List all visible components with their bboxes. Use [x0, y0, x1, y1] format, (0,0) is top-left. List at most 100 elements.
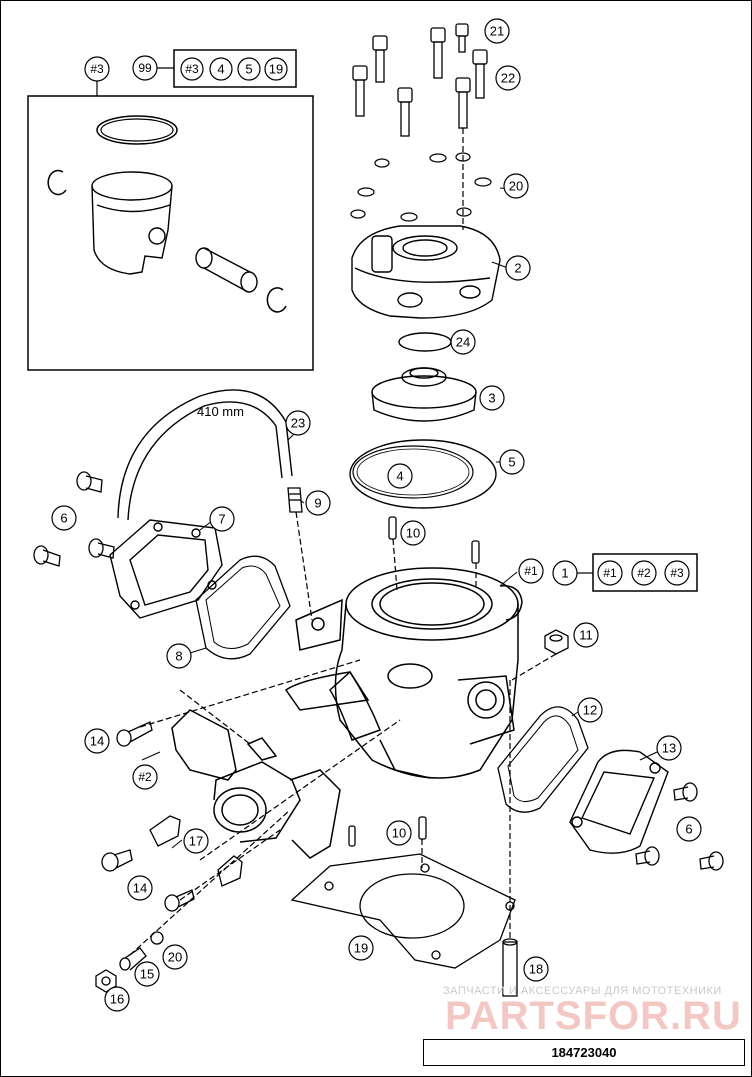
callouts	[51, 18, 702, 1012]
washers	[350, 152, 492, 222]
callout-sub1	[518, 558, 544, 584]
stud-15	[119, 947, 147, 971]
label-kit99: 99	[138, 61, 152, 75]
label-15: 15	[140, 967, 154, 982]
cylinder-base-ring-4	[352, 445, 474, 499]
callout-kit99-m2	[209, 57, 233, 81]
label-6-right: 6	[685, 822, 692, 837]
label-7: 7	[218, 512, 225, 527]
label-14-top: 14	[90, 734, 104, 749]
hose-length-label: 410 mm	[197, 404, 244, 419]
label-kit1-m2: #2	[637, 566, 651, 580]
label-20-bottom: 20	[168, 950, 182, 965]
callout-sub2	[132, 764, 158, 790]
callout-11	[573, 622, 599, 648]
callout-12	[577, 697, 603, 723]
label-9: 9	[314, 496, 321, 511]
callout-21	[484, 18, 510, 44]
watermark-brand: PARTSFOR.RU	[445, 994, 742, 1038]
stud-18	[502, 938, 518, 997]
clamp-plate	[149, 815, 181, 847]
label-3: 3	[488, 391, 495, 406]
head-bolts	[352, 23, 488, 137]
hose-nipple	[287, 487, 303, 513]
label-6-left: 6	[60, 511, 67, 526]
clamp-plate-2	[217, 855, 243, 887]
label-kit3: #3	[90, 62, 104, 76]
washer-20	[150, 931, 164, 945]
label-kit1-m1: #1	[603, 566, 617, 580]
hex-nut-11	[544, 629, 569, 655]
piston-kit-box	[27, 95, 314, 371]
callout-2	[505, 255, 531, 281]
label-4: 4	[396, 469, 403, 484]
label-5: 5	[508, 455, 515, 470]
screw-14-bottom	[101, 849, 195, 912]
exhaust-flange	[171, 709, 341, 859]
callout-18	[523, 956, 549, 982]
callout-24	[450, 329, 476, 355]
callout-15	[134, 961, 160, 987]
label-17: 17	[189, 834, 203, 849]
exhaust-control-cover	[109, 519, 223, 619]
combustion-chamber-insert	[371, 367, 477, 422]
callout-20-bottom	[162, 944, 188, 970]
callout-1	[552, 560, 578, 586]
piston-pin	[195, 247, 258, 293]
callout-kit99	[132, 55, 158, 81]
label-13: 13	[662, 741, 676, 756]
callout-kit1-m1	[597, 560, 623, 586]
label-14-bottom: 14	[133, 881, 147, 896]
label-10-top: 10	[406, 526, 420, 541]
cylinder	[284, 567, 523, 779]
callout-kit1-m3	[664, 560, 690, 586]
callout-10-bottom	[386, 820, 412, 846]
callout-4	[387, 463, 413, 489]
label-18: 18	[529, 962, 543, 977]
callout-kit99-m4	[264, 57, 288, 81]
label-16: 16	[110, 992, 124, 1007]
o-ring	[398, 332, 452, 352]
callout-10-top	[400, 520, 426, 546]
label-8: 8	[175, 649, 182, 664]
circlip-left	[47, 169, 67, 196]
gasket-left	[195, 555, 291, 660]
callout-23	[285, 410, 311, 436]
label-kit99-m1: #3	[185, 62, 199, 76]
watermark-caption: ЗАПЧАСТИ И АКСЕССУАРЫ ДЛЯ МОТОТЕХНИКИ	[443, 985, 722, 997]
label-21: 21	[490, 24, 504, 39]
side-cover	[569, 749, 669, 854]
label-12: 12	[583, 703, 597, 718]
callout-kit1-m2	[631, 560, 657, 586]
label-sub1: #1	[524, 564, 538, 578]
callout-6-right	[676, 816, 702, 842]
label-2: 2	[514, 261, 521, 276]
callout-14-bottom	[127, 875, 153, 901]
label-24: 24	[456, 335, 470, 350]
callout-5	[499, 449, 525, 475]
leader-lines	[141, 187, 658, 849]
label-20-top: 20	[509, 179, 523, 194]
screws-left	[33, 471, 115, 567]
screws-right	[635, 782, 724, 871]
label-22: 22	[501, 71, 515, 86]
document-number: 184723040	[423, 1039, 745, 1066]
callout-8	[166, 643, 192, 669]
dowel-pins	[348, 516, 480, 847]
callout-kit99-m1	[180, 57, 204, 81]
callout-kit3	[84, 56, 110, 82]
label-kit99-m4: 19	[269, 62, 283, 77]
label-kit99-m2: 4	[217, 62, 224, 77]
callout-22	[495, 65, 521, 91]
callout-kit99-m3	[237, 57, 261, 81]
label-kit1-m3: #3	[670, 566, 684, 580]
callout-17	[183, 828, 209, 854]
callout-13	[656, 735, 682, 761]
callout-9	[305, 490, 331, 516]
callout-3	[479, 385, 505, 411]
callout-14-top	[84, 728, 110, 754]
label-10-bottom: 10	[392, 826, 406, 841]
screw-14-top	[116, 721, 153, 747]
label-19: 19	[354, 941, 368, 956]
callout-6-left	[51, 505, 77, 531]
